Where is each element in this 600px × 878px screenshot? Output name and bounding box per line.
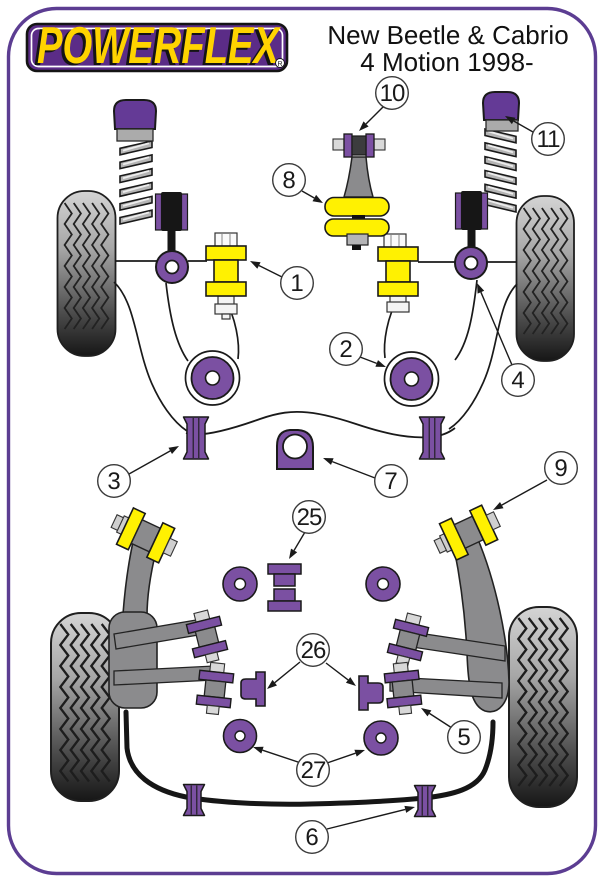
svg-text:4 Motion 1998-: 4 Motion 1998- <box>360 47 533 77</box>
svg-text:9: 9 <box>554 455 567 482</box>
svg-text:27: 27 <box>301 757 326 784</box>
svg-text:5: 5 <box>457 724 470 751</box>
svg-text:4: 4 <box>511 367 524 394</box>
svg-text:POWERFLEX: POWERFLEX <box>34 19 278 77</box>
svg-text:POWERFLEX: POWERFLEX <box>37 17 281 75</box>
svg-text:8: 8 <box>282 167 295 194</box>
svg-text:3: 3 <box>107 468 120 495</box>
svg-text:6: 6 <box>305 824 318 851</box>
svg-text:11: 11 <box>537 126 561 153</box>
svg-text:7: 7 <box>384 468 397 495</box>
svg-text:1: 1 <box>290 270 303 297</box>
svg-text:2: 2 <box>339 336 352 363</box>
svg-text:New Beetle & Cabrio: New Beetle & Cabrio <box>327 20 568 50</box>
svg-text:R: R <box>277 61 282 68</box>
svg-text:26: 26 <box>301 637 326 664</box>
svg-text:10: 10 <box>380 80 405 107</box>
svg-text:25: 25 <box>297 504 322 531</box>
